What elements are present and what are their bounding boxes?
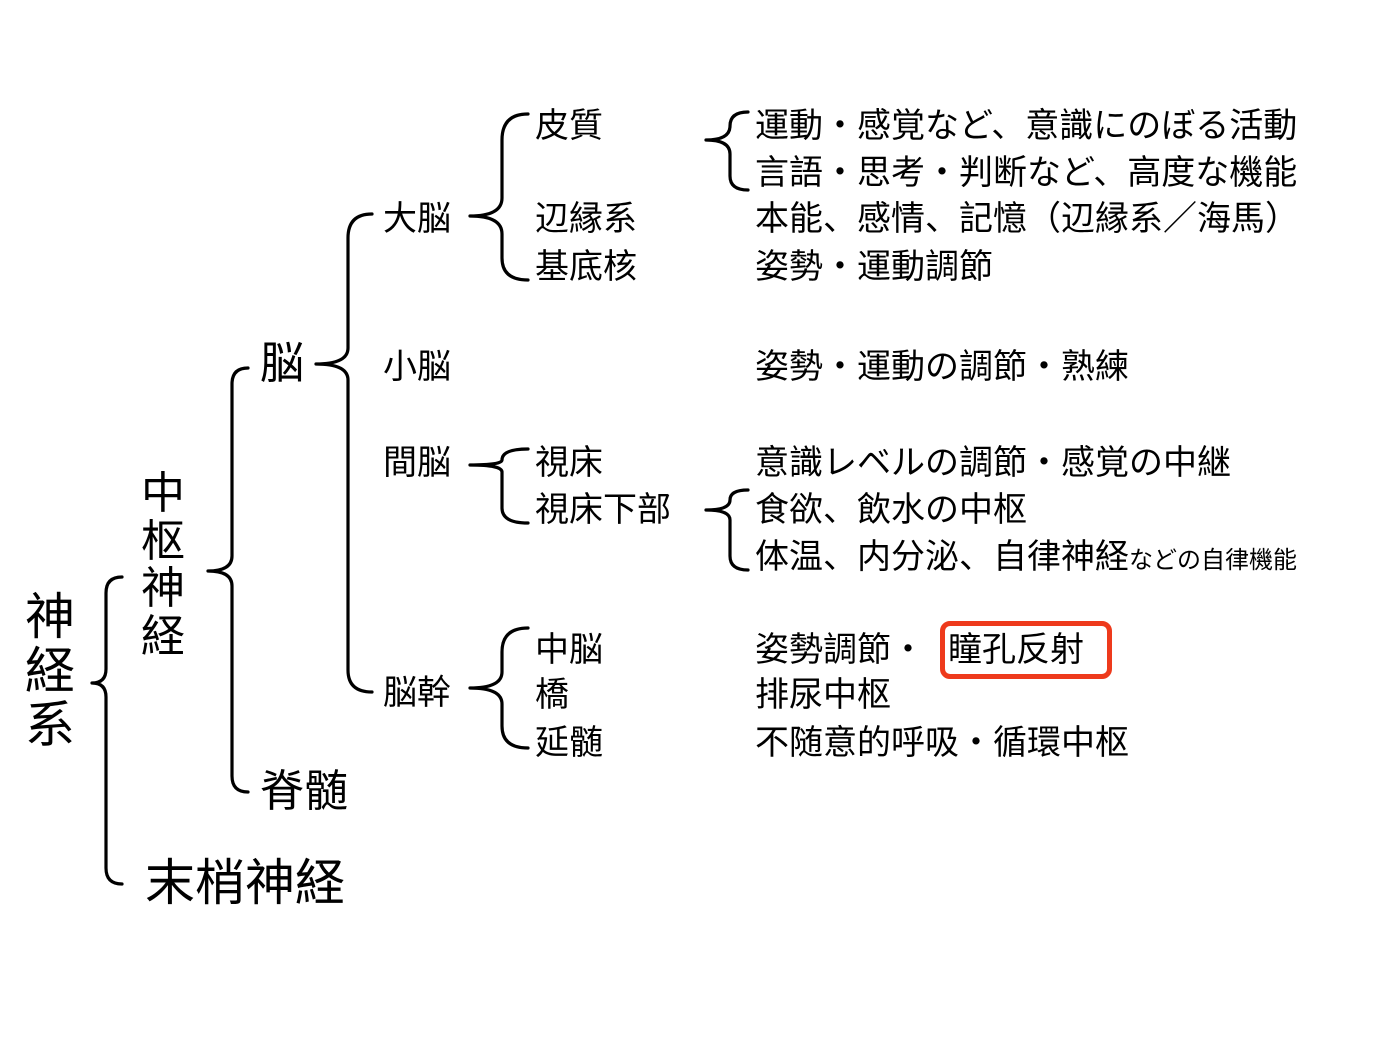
cns-char-4: 経 bbox=[141, 610, 185, 662]
diencephalon-label: 間脳 bbox=[383, 443, 451, 483]
function-midbrain-pupil-reflex: 瞳孔反射 bbox=[948, 630, 1084, 670]
midbrain-label: 中脳 bbox=[535, 630, 603, 670]
highlight-box bbox=[940, 621, 1112, 679]
bracket-cerebrum bbox=[468, 112, 530, 282]
function-cerebellum: 姿勢・運動の調節・熟練 bbox=[755, 347, 1129, 387]
basal-ganglia-label: 基底核 bbox=[535, 247, 637, 287]
bracket-hypothalamus-functions bbox=[704, 488, 750, 572]
bracket-cns bbox=[206, 366, 250, 794]
function-pons: 排尿中枢 bbox=[755, 675, 891, 715]
bracket-brainstem bbox=[468, 626, 530, 750]
function-hypothalamus-2-note: などの自律機能 bbox=[1129, 546, 1297, 574]
function-basal-ganglia: 姿勢・運動調節 bbox=[755, 247, 993, 287]
function-hypothalamus-2-line: 体温、内分泌、自律神経などの自律機能 bbox=[755, 540, 1297, 574]
cns-label: 中 枢 神 経 bbox=[133, 470, 193, 660]
function-thalamus: 意識レベルの調節・感覚の中継 bbox=[755, 443, 1231, 483]
spinal-cord-label: 脊髄 bbox=[260, 766, 348, 817]
bracket-cortex-functions bbox=[704, 110, 750, 192]
pons-label: 橋 bbox=[535, 675, 569, 715]
cns-char-3: 神 bbox=[141, 563, 185, 615]
cns-char-2: 枢 bbox=[141, 515, 185, 567]
medulla-label: 延髄 bbox=[535, 723, 603, 763]
cortex-label: 皮質 bbox=[535, 106, 603, 146]
pns-label: 末梢神経 bbox=[145, 854, 345, 912]
function-cortex-2: 言語・思考・判断など、高度な機能 bbox=[755, 153, 1298, 193]
thalamus-label: 視床 bbox=[535, 443, 603, 483]
hypothalamus-label: 視床下部 bbox=[535, 490, 671, 530]
function-limbic: 本能、感情、記憶（辺縁系／海馬） bbox=[755, 199, 1299, 239]
bracket-diencephalon bbox=[468, 447, 530, 525]
function-hypothalamus-1: 食欲、飲水の中枢 bbox=[755, 490, 1027, 530]
function-hypothalamus-2: 体温、内分泌、自律神経 bbox=[755, 537, 1129, 577]
bracket-brain bbox=[314, 212, 374, 694]
cerebellum-label: 小脳 bbox=[383, 347, 451, 387]
function-medulla: 不随意的呼吸・循環中枢 bbox=[755, 723, 1129, 763]
root-char-1: 神 bbox=[25, 588, 75, 646]
limbic-label: 辺縁系 bbox=[535, 199, 637, 239]
cns-char-1: 中 bbox=[141, 468, 185, 519]
bracket-root bbox=[90, 575, 124, 886]
root-char-3: 系 bbox=[25, 696, 75, 754]
function-cortex-1: 運動・感覚など、意識にのぼる活動 bbox=[755, 106, 1298, 146]
function-midbrain-posture: 姿勢調節・ bbox=[755, 630, 925, 670]
root-label: 神 経 系 bbox=[20, 590, 80, 752]
root-char-2: 経 bbox=[25, 642, 75, 700]
brain-label: 脳 bbox=[260, 338, 304, 389]
brainstem-label: 脳幹 bbox=[383, 673, 451, 713]
cerebrum-label: 大脳 bbox=[383, 199, 451, 239]
